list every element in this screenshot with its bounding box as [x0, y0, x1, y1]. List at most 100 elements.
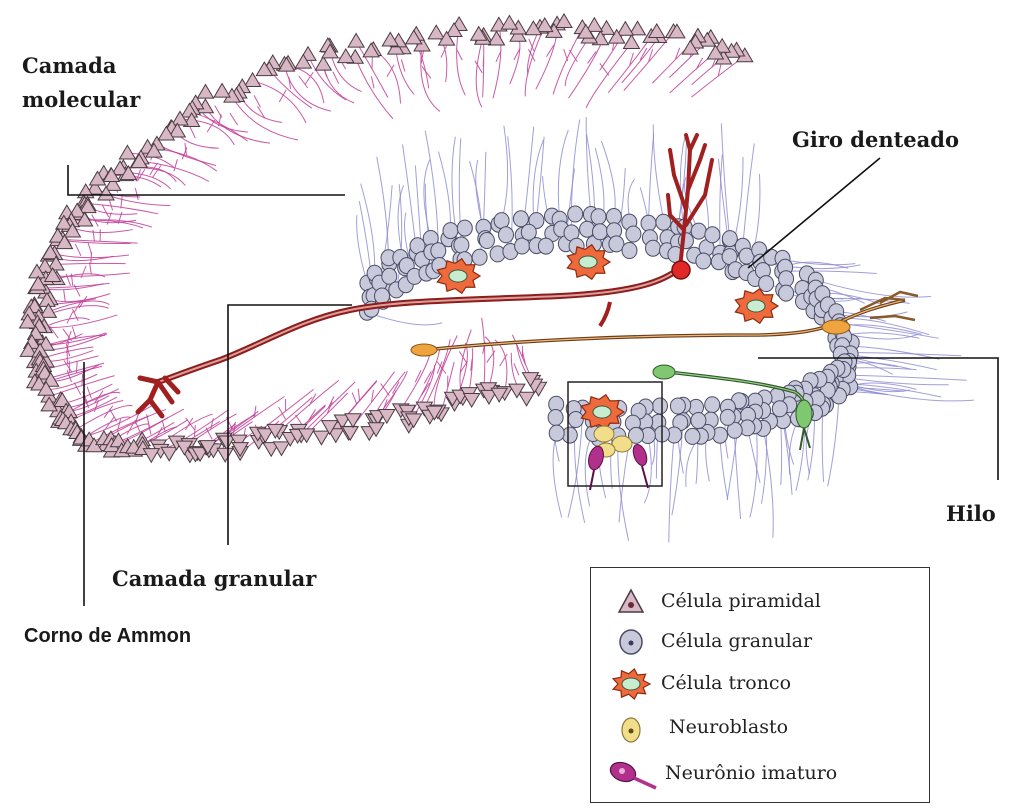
immature-neuron-icon [601, 754, 661, 794]
pyramidal-cell [348, 33, 364, 47]
granule-cell [720, 409, 735, 425]
granule-cell [691, 223, 706, 239]
pyramidal-cell [428, 25, 444, 39]
granule-cell [538, 238, 553, 254]
pyramidal-dendrite [232, 97, 298, 140]
pyramidal-cell [623, 35, 639, 49]
pyramidal-cell [119, 145, 135, 159]
granule-dendrite [789, 419, 799, 475]
granule-dendrite [783, 421, 792, 495]
legend: Célula piramidal Célula granular Célula … [590, 567, 930, 803]
granule-cell [548, 410, 563, 426]
pyramidal-dendrite [69, 391, 120, 412]
legend-label: Célula piramidal [661, 590, 821, 612]
granule-cell [670, 398, 685, 414]
legend-item-pyramidal: Célula piramidal [591, 582, 929, 622]
granule-cell [562, 427, 577, 443]
label-camada-molecular-1: Camada [22, 52, 116, 80]
granule-dendrite [543, 176, 553, 233]
pyramidal-cell [313, 431, 329, 445]
granule-cell [431, 243, 446, 259]
pyramidal-cell [214, 84, 230, 98]
granule-cell [591, 209, 606, 225]
stem-cell-nucleus [747, 300, 765, 312]
granule-dendrite [502, 126, 508, 221]
granule-cell [705, 227, 720, 243]
legend-item-immature: Neurônio imaturo [591, 754, 929, 794]
neuroblast-icon [601, 708, 661, 748]
pyramidal-cell [198, 85, 214, 99]
granule-dendrite [720, 435, 728, 499]
granule-cell [656, 214, 671, 230]
granule-dendrite [586, 117, 591, 215]
pyramidal-dendrite [56, 252, 126, 264]
pyramidal-dendrite [50, 284, 110, 301]
stem-cell-icon [601, 664, 661, 704]
pyramidal-cell [617, 22, 633, 36]
stem-cell-nucleus [579, 256, 597, 268]
pyramidal-dendrite [253, 81, 306, 123]
legend-label: Neurônio imaturo [665, 762, 837, 784]
granule-cell [479, 233, 494, 249]
granule-dendrite [644, 435, 651, 503]
granule-cell [593, 224, 608, 240]
granule-dendrite [669, 435, 674, 542]
legend-label: Célula tronco [661, 672, 791, 694]
granule-cell-icon [601, 622, 661, 662]
granule-dendrite [648, 134, 653, 224]
label-camada-granular: Camada granular [112, 565, 316, 593]
pyramidal-dendrite [51, 361, 102, 380]
granule-cell [646, 240, 661, 256]
granule-cell [454, 237, 469, 253]
pyramidal-dendrite [495, 340, 507, 392]
legend-label: Célula granular [661, 630, 812, 652]
label-hilo: Hilo [946, 500, 996, 528]
pyramidal-cell-icon [601, 582, 661, 622]
granule-dendrite [484, 152, 486, 228]
granule-dendrite [367, 312, 442, 325]
pyramidal-cell [501, 15, 517, 29]
granule-dendrite [848, 375, 967, 380]
label-camada-molecular-2: molecular [22, 86, 140, 114]
granule-dendrite [438, 152, 450, 231]
pyramidal-cell [519, 392, 535, 406]
granule-cell [568, 412, 583, 428]
label-giro-denteado: Giro denteado [792, 126, 959, 154]
legend-item-granular: Célula granular [591, 622, 929, 662]
pyramidal-dendrite [57, 266, 105, 279]
granule-cell [626, 226, 641, 242]
granule-cell [457, 220, 472, 236]
stem-cell-nucleus [449, 270, 467, 282]
pyramidal-cell [489, 31, 505, 45]
pyramidal-dendrite [510, 36, 520, 84]
pyramidal-dendrite [421, 45, 440, 111]
pyramidal-dendrite [355, 58, 393, 119]
granule-cell [779, 285, 794, 301]
granule-cell [606, 209, 621, 225]
granule-dendrite [558, 130, 568, 219]
granule-cell [696, 253, 711, 269]
granule-cell [691, 413, 706, 429]
granule-cell [641, 215, 656, 231]
granule-dendrite [377, 157, 389, 258]
pyramidal-dendrite [475, 39, 483, 108]
granule-cell [622, 243, 637, 259]
granule-cell [653, 398, 668, 414]
pyramidal-dendrite [586, 43, 631, 108]
pyramidal-cell [315, 57, 331, 71]
granule-cell [499, 227, 514, 243]
granule-cell [549, 425, 564, 441]
granule-cell [443, 223, 458, 239]
granule-cell [779, 271, 794, 287]
granule-cell [472, 249, 487, 265]
granule-dendrite [585, 434, 593, 507]
pyramidal-dendrite [565, 37, 589, 86]
legend-item-neuroblast: Neuroblasto [591, 708, 929, 748]
pyramidal-dendrite [53, 263, 130, 277]
granule-cell [705, 397, 720, 413]
granule-cell [494, 213, 509, 229]
pyramidal-cell [143, 449, 159, 463]
stem-cell-nucleus [593, 406, 611, 418]
granule-dendrites [357, 117, 974, 542]
pyramidal-dendrite [284, 65, 330, 111]
